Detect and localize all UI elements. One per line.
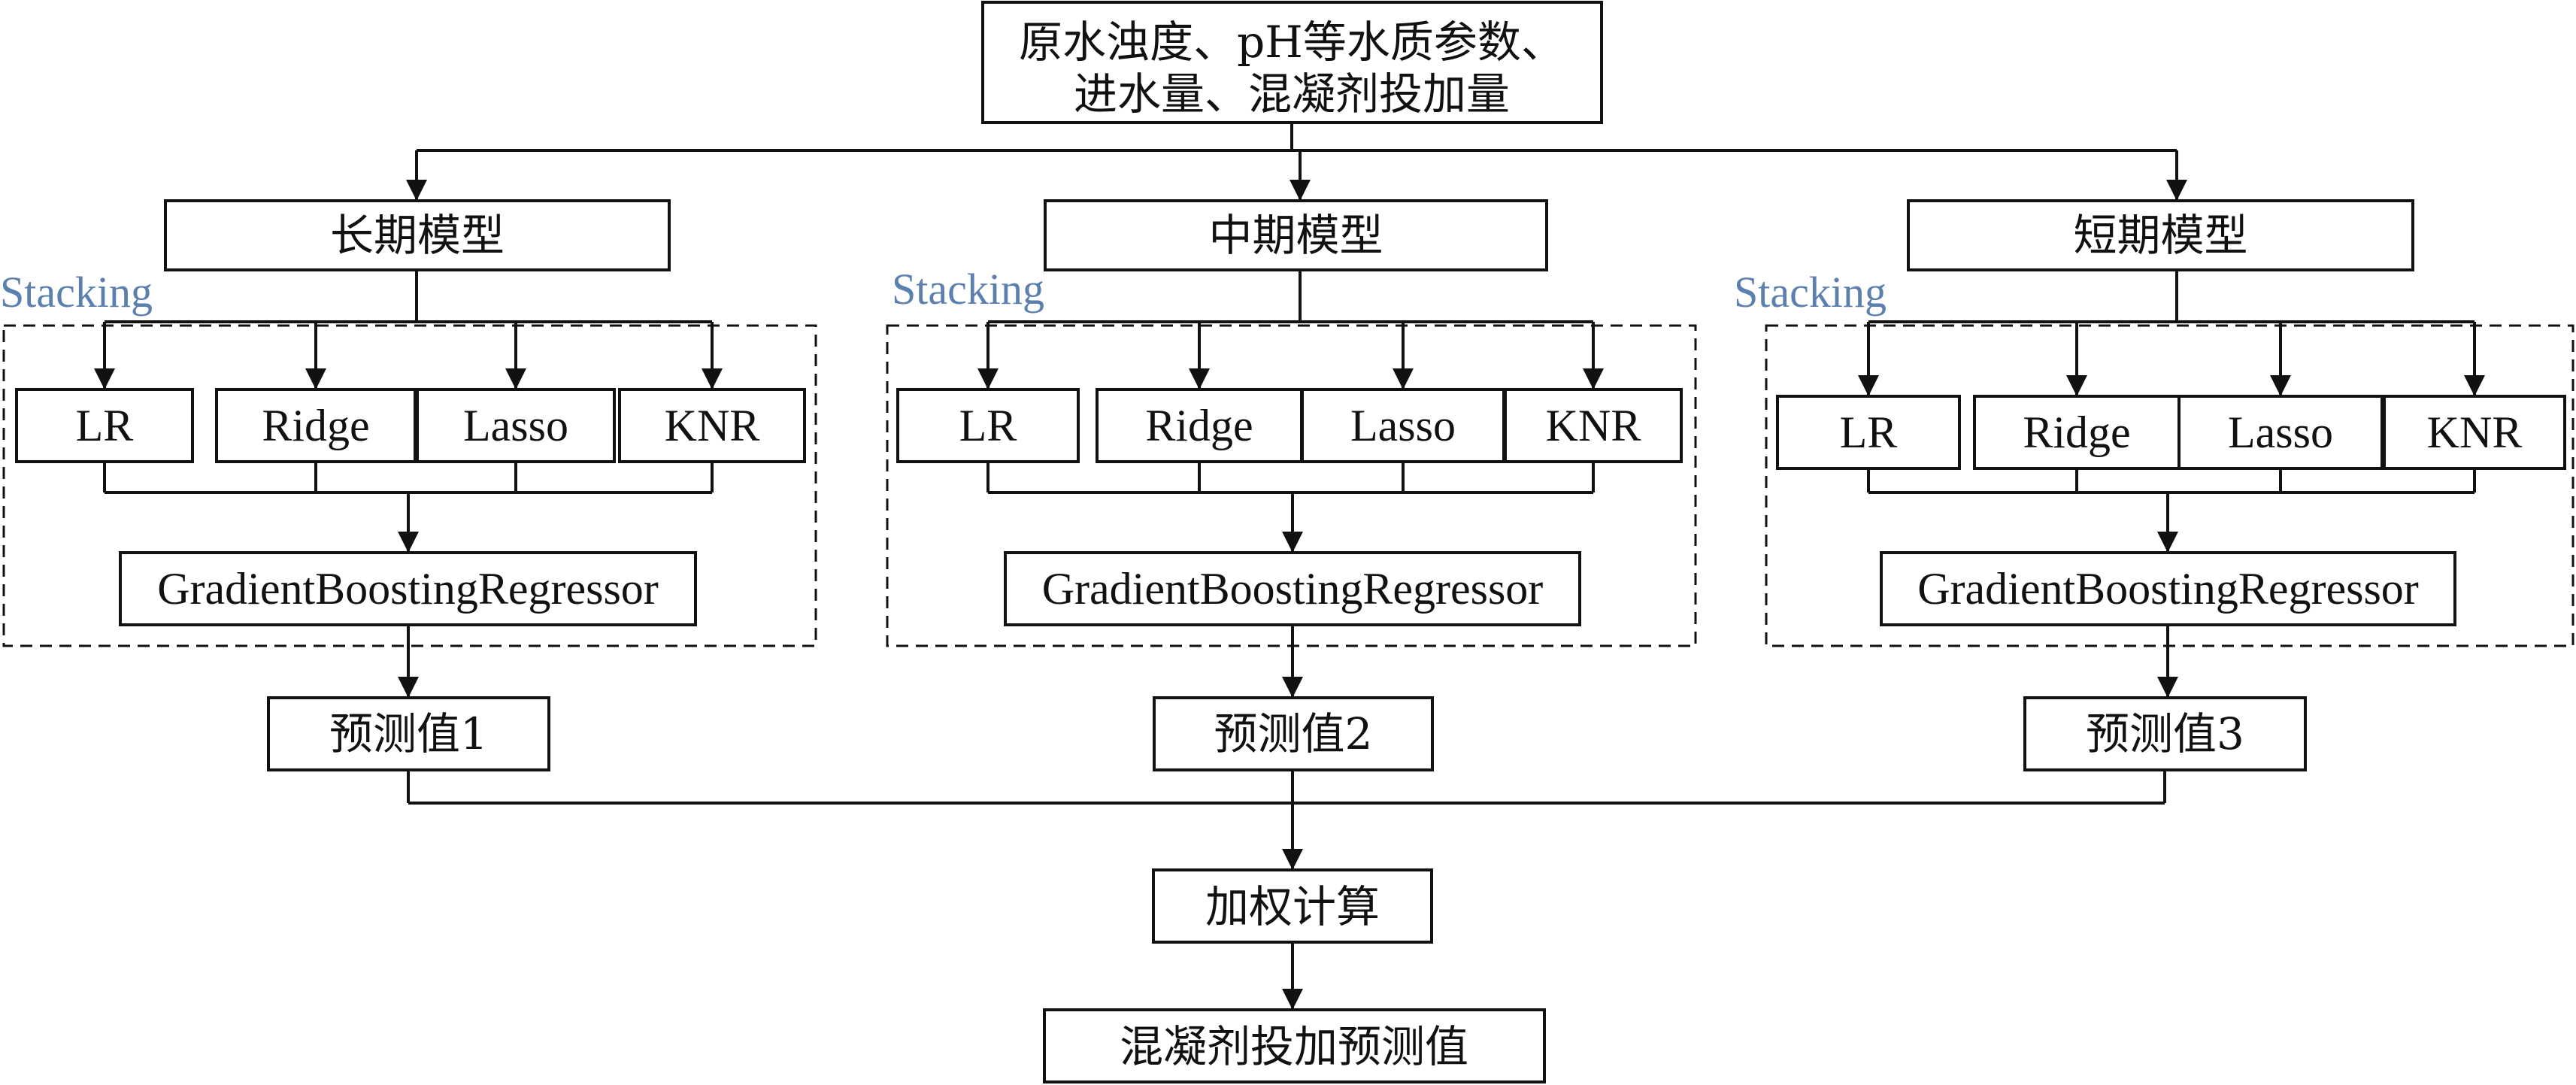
base-learner-box xyxy=(1301,388,1505,463)
model-label: 长期模型 xyxy=(330,210,505,261)
base-learner-box xyxy=(2383,395,2566,470)
base-learner-label: Ridge xyxy=(1145,401,1253,450)
stacking-label: Stacking xyxy=(892,265,1044,314)
connector-lines xyxy=(94,123,2485,1010)
meta-learner-label: GradientBoostingRegressor xyxy=(1042,564,1544,614)
base-learner-box xyxy=(2177,395,2384,470)
prediction-box xyxy=(1153,696,1434,771)
base-learner-box xyxy=(15,388,194,463)
meta-learner-label: GradientBoostingRegressor xyxy=(157,564,659,614)
prediction-label: 预测值2 xyxy=(1214,708,1373,759)
base-learner-label: KNR xyxy=(1546,401,1641,450)
model-group-2: Stacking 中期模型 LR Ridge Lasso KNR GradientBoost… xyxy=(886,199,1697,771)
base-learner-label: Lasso xyxy=(2228,408,2333,457)
base-learner-label: LR xyxy=(76,401,134,450)
base-learner-box xyxy=(896,388,1080,463)
model-label: 短期模型 xyxy=(2073,210,2247,261)
model-box xyxy=(164,199,671,271)
prediction-box xyxy=(2023,696,2307,771)
meta-learner-label: GradientBoostingRegressor xyxy=(1917,564,2419,614)
base-learner-label: KNR xyxy=(2427,408,2523,457)
base-learner-label: LR xyxy=(959,401,1017,450)
stacking-label: Stacking xyxy=(1734,268,1887,317)
base-learner-label: LR xyxy=(1840,408,1898,457)
input-node: 原水浊度、pH等水质参数、 进水量、混凝剂投加量 xyxy=(981,1,1603,124)
meta-learner-box xyxy=(119,551,697,626)
output-node: 混凝剂投加预测值 xyxy=(1043,1008,1546,1083)
base-learner-label: Lasso xyxy=(1350,401,1456,450)
base-learner-label: KNR xyxy=(665,401,760,450)
model-label: 中期模型 xyxy=(1208,210,1383,261)
prediction-label: 预测值3 xyxy=(2086,708,2244,759)
prediction-box xyxy=(267,696,550,771)
base-learner-label: Ridge xyxy=(262,401,369,450)
stacking-box xyxy=(886,324,1697,647)
base-learner-box xyxy=(618,388,806,463)
model-group-1: Stacking 长期模型 LR Ridge Lasso KNR GradientBoost… xyxy=(0,199,817,771)
model-box xyxy=(1907,199,2414,271)
input-text-line1: 原水浊度、pH等水质参数、 xyxy=(1019,17,1565,68)
base-learner-box xyxy=(1973,395,2181,470)
weighted-calc-label: 加权计算 xyxy=(1205,881,1380,932)
base-learner-label: Lasso xyxy=(463,401,568,450)
base-learner-box xyxy=(416,388,616,463)
meta-learner-box xyxy=(1004,551,1581,626)
input-text-line2: 进水量、混凝剂投加量 xyxy=(1074,68,1510,120)
stacking-label: Stacking xyxy=(0,268,153,317)
base-learner-label: Ridge xyxy=(2023,408,2130,457)
base-learner-box xyxy=(1504,388,1683,463)
stacking-box xyxy=(1765,324,2574,647)
base-learner-box xyxy=(1776,395,1961,470)
output-label: 混凝剂投加预测值 xyxy=(1120,1021,1468,1072)
base-learner-box xyxy=(215,388,417,463)
meta-learner-box xyxy=(1880,551,2456,626)
model-box xyxy=(1044,199,1548,271)
weighted-calc-node: 加权计算 xyxy=(1152,868,1433,944)
base-learner-box xyxy=(1096,388,1303,463)
prediction-label: 预测值1 xyxy=(329,708,488,759)
model-group-3: Stacking 短期模型 LR Ridge Lasso KNR GradientBoost… xyxy=(1734,199,2574,771)
